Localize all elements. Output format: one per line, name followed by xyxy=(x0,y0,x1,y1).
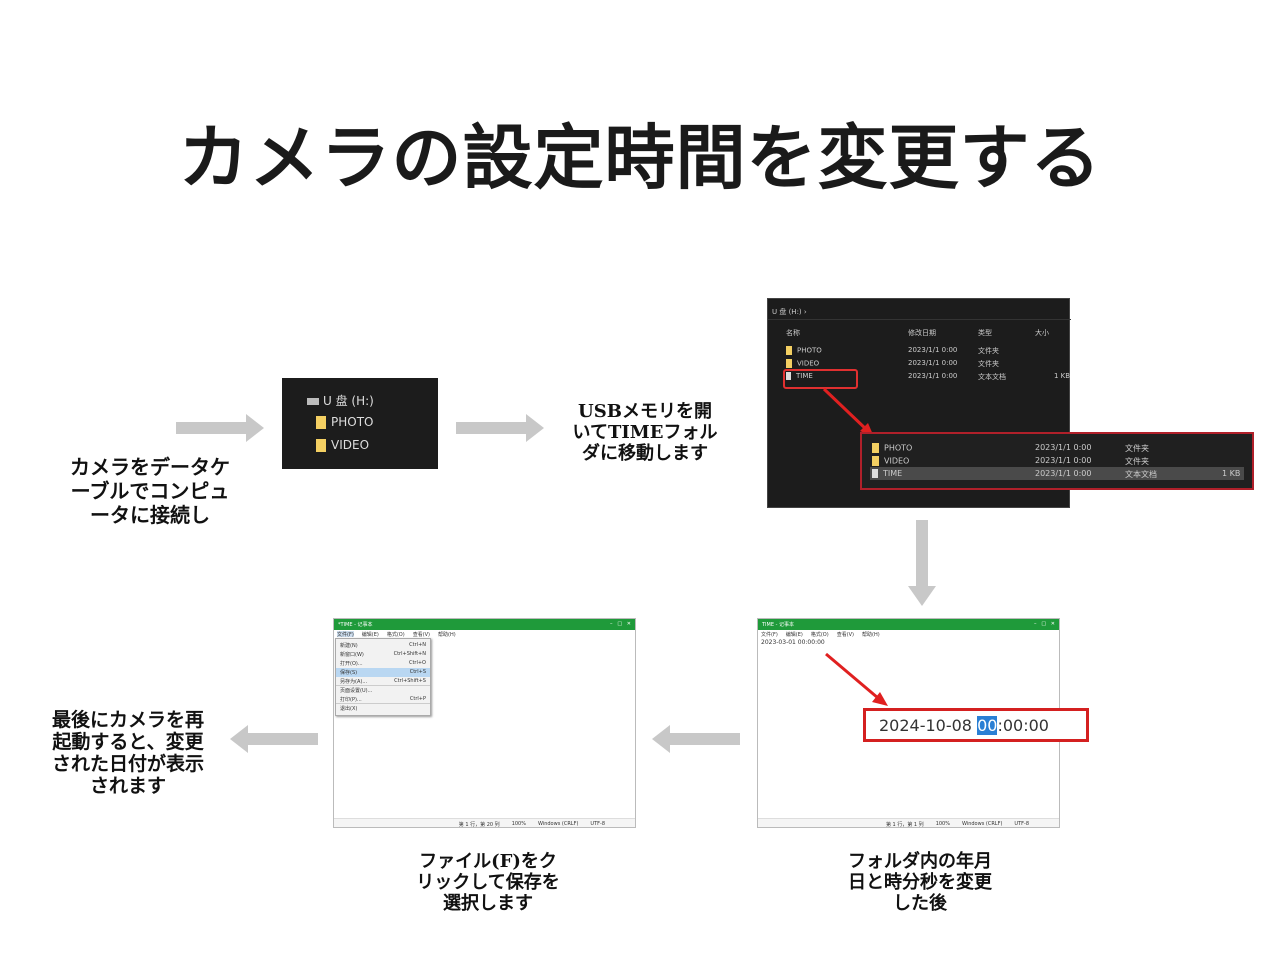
file-menu-dropdown: 新建(N)Ctrl+N 新窗口(W)Ctrl+Shift+N 打开(O)...C… xyxy=(335,638,431,716)
step-save-caption: ファイル(F)をク リックして保存を 選択します xyxy=(416,851,560,914)
menu-item-new[interactable]: 新建(N)Ctrl+N xyxy=(340,642,426,649)
notepad-save-screenshot: *TIME - 记事本 – □ ✕ 文件(F) 编辑(E) 格式(O) 查看(V) 帮助(… xyxy=(333,618,636,828)
menu-view[interactable]: 查看(V) xyxy=(836,632,855,638)
menu-edit[interactable]: 编辑(E) xyxy=(361,632,379,638)
arrow-left-icon xyxy=(230,721,318,757)
drive-panel: U 盘 (H:) PHOTO VIDEO xyxy=(282,378,438,469)
edited-datetime-zoom: 2024-10-08 00:00:00 xyxy=(863,708,1089,742)
window-title: TIME - 记事本 xyxy=(762,622,794,628)
menu-item-print[interactable]: 打印(P)...Ctrl+P xyxy=(336,695,430,704)
selected-hour[interactable]: 00 xyxy=(977,716,998,735)
highlight-box xyxy=(783,369,858,389)
folder-icon xyxy=(316,439,326,452)
folder-photo[interactable]: PHOTO xyxy=(316,415,373,429)
menu-item-new-window[interactable]: 新窗口(W)Ctrl+Shift+N xyxy=(340,651,426,658)
menu-edit[interactable]: 编辑(E) xyxy=(785,632,803,638)
column-header-name[interactable]: 名称 xyxy=(786,329,800,337)
page-title: カメラの設定時間を変更する xyxy=(178,117,1102,199)
menu-item-save-as[interactable]: 另存为(A)...Ctrl+Shift+S xyxy=(336,677,430,686)
drive-icon xyxy=(307,398,319,405)
column-header-date[interactable]: 修改日期 xyxy=(908,329,936,337)
menu-bar: 文件(F) 编辑(E) 格式(O) 查看(V) 帮助(H) xyxy=(334,630,635,638)
window-controls[interactable]: – □ ✕ xyxy=(610,621,631,627)
window-controls[interactable]: – □ ✕ xyxy=(1034,621,1055,627)
explorer-path: U 盘 (H:) › xyxy=(772,308,807,316)
step-open-usb-caption: USBメモリを開 いてTIMEフォル ダに移動します xyxy=(572,401,718,464)
menu-file[interactable]: 文件(F) xyxy=(761,632,778,638)
menu-view[interactable]: 查看(V) xyxy=(412,632,431,638)
red-arrow-icon xyxy=(825,652,888,706)
menu-item-page-setup[interactable]: 页面设置(U)... xyxy=(340,688,373,694)
column-header-type[interactable]: 类型 xyxy=(978,329,992,337)
menu-item-save[interactable]: 保存(S)Ctrl+S xyxy=(336,668,430,677)
text-content[interactable]: 2023-03-01 00:00:00 xyxy=(761,639,825,646)
menu-bar: 文件(F) 编辑(E) 格式(O) 查看(V) 帮助(H) xyxy=(758,630,1059,638)
menu-file[interactable]: 文件(F) xyxy=(337,631,354,638)
folder-video[interactable]: VIDEO xyxy=(316,438,369,452)
menu-format[interactable]: 格式(O) xyxy=(810,632,829,638)
drive-label: U 盘 (H:) xyxy=(323,394,374,408)
menu-item-exit[interactable]: 退出(X) xyxy=(340,706,358,712)
step-connect-caption: カメラをデータケ ーブルでコンピュ ータに接続し xyxy=(70,455,230,527)
folder-icon xyxy=(316,416,326,429)
menu-format[interactable]: 格式(O) xyxy=(386,632,405,638)
menu-help[interactable]: 帮助(H) xyxy=(862,632,880,638)
arrow-left-icon xyxy=(652,721,740,757)
column-header-size[interactable]: 大小 xyxy=(1035,329,1049,337)
arrow-down-icon xyxy=(904,520,940,606)
arrow-right-icon xyxy=(456,410,544,446)
step-edit-caption: フォルダ内の年月 日と時分秒を変更 した後 xyxy=(848,851,992,914)
arrow-right-icon xyxy=(176,410,264,446)
step-restart-caption: 最後にカメラを再 起動すると、変更 された日付が表示 されます xyxy=(51,709,204,797)
window-title: *TIME - 记事本 xyxy=(338,622,373,628)
menu-help[interactable]: 帮助(H) xyxy=(438,632,456,638)
menu-item-open[interactable]: 打开(O)...Ctrl+O xyxy=(340,660,426,667)
